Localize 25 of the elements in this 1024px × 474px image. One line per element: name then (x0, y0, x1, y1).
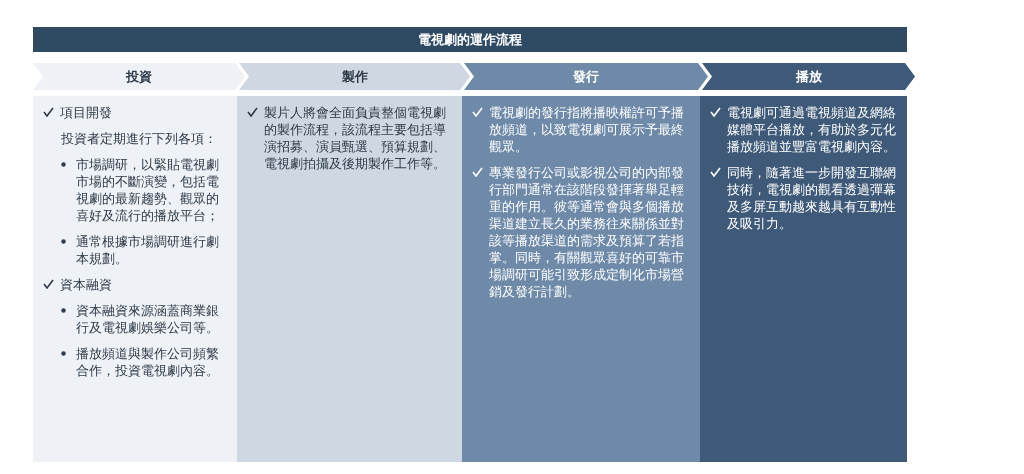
bullet-item-text: 通常根據市場調研進行劇本規劃。 (76, 233, 220, 267)
column-panel (33, 96, 237, 462)
column-panel (237, 96, 462, 462)
stage-label: 播放 (794, 68, 823, 86)
stage-label: 投資 (124, 68, 153, 86)
chevron-header (33, 63, 245, 90)
check-item-text: 同時，隨著進一步開發互聯網技術，電視劇的觀看透過彈幕及多屏互動越來越具有互動性及吸引力。 (727, 164, 897, 232)
check-item-text: 項目開發 (60, 104, 112, 121)
stage-label: 製作 (340, 68, 369, 86)
title-bar: 電視劇的運作流程 (33, 27, 907, 52)
chevron-header (702, 63, 915, 90)
chevron-header (239, 63, 470, 90)
check-item-text: 電視劇的發行指將播映權許可予播放頻道，以致電視劇可展示予最終觀眾。 (489, 104, 685, 155)
bullet-item-text: 市場調研，以緊貼電視劇市場的不斷演變，包括電視劇的最新趨勢、觀眾的喜好及流行的播放平台； (76, 156, 220, 224)
column-panel (462, 96, 700, 462)
bullet-item-text: 播放頻道與製作公司頻繁合作，投資電視劇內容。 (76, 345, 220, 379)
bullet-item-text: 資本融資來源涵蓋商業銀行及電視劇娛樂公司等。 (76, 302, 220, 336)
chevron-header (464, 63, 708, 90)
check-item-text: 資本融資 (60, 276, 112, 293)
body-text: 投資者定期進行下列各項： (61, 130, 217, 147)
check-item-text: 專業發行公司或影視公司的內部發行部門通常在該階段發揮著舉足輕重的作用。彼等通常會與多個播放渠道建立長久的業務往來關係並對該等播放渠道的需求及預算了若指掌。同時，有關觀眾喜好的可靠市場調研可能引致形成定制化市場營銷及發行計劃。 (489, 164, 685, 300)
check-item-text: 製片人將會全面負責整個電視劇的製作流程，該流程主要包括導演招募、演員甄選、預算規劃、電視劇拍攝及後期製作工作等。 (264, 104, 447, 172)
stage-label: 發行 (572, 68, 600, 86)
check-item-text: 電視劇可通過電視頻道及網絡媒體平台播放，有助於多元化播放頻道並豐富電視劇內容。 (727, 104, 897, 155)
column-panel (700, 96, 907, 462)
